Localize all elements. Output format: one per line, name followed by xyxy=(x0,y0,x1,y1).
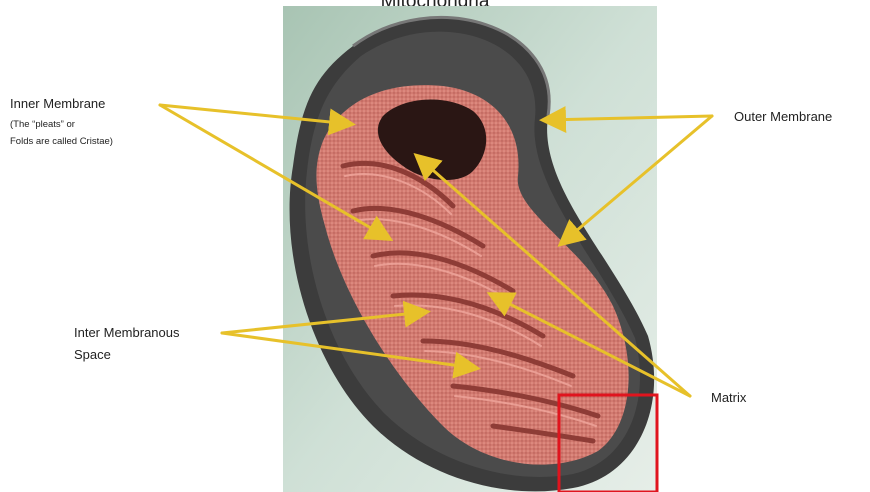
label-inter-membranous-2: Space xyxy=(74,347,111,362)
label-matrix: Matrix xyxy=(711,390,746,405)
label-outer-membrane: Outer Membrane xyxy=(734,109,832,124)
arrow-intermembrane-2 xyxy=(222,333,475,368)
highlight-box xyxy=(559,395,657,492)
arrow-outer-membrane-1 xyxy=(545,116,712,120)
arrow-inner-membrane-2 xyxy=(160,105,388,238)
arrow-matrix-1 xyxy=(418,157,690,396)
label-inner-membrane: Inner Membrane xyxy=(10,96,105,111)
label-inter-membranous-1: Inter Membranous xyxy=(74,325,180,340)
label-inner-membrane-note-1: (The “pleats” or xyxy=(10,116,75,133)
arrow-intermembrane-1 xyxy=(222,312,425,333)
arrow-outer-membrane-2 xyxy=(562,116,712,243)
label-inner-membrane-note-2: Folds are called Cristae) xyxy=(10,133,113,150)
